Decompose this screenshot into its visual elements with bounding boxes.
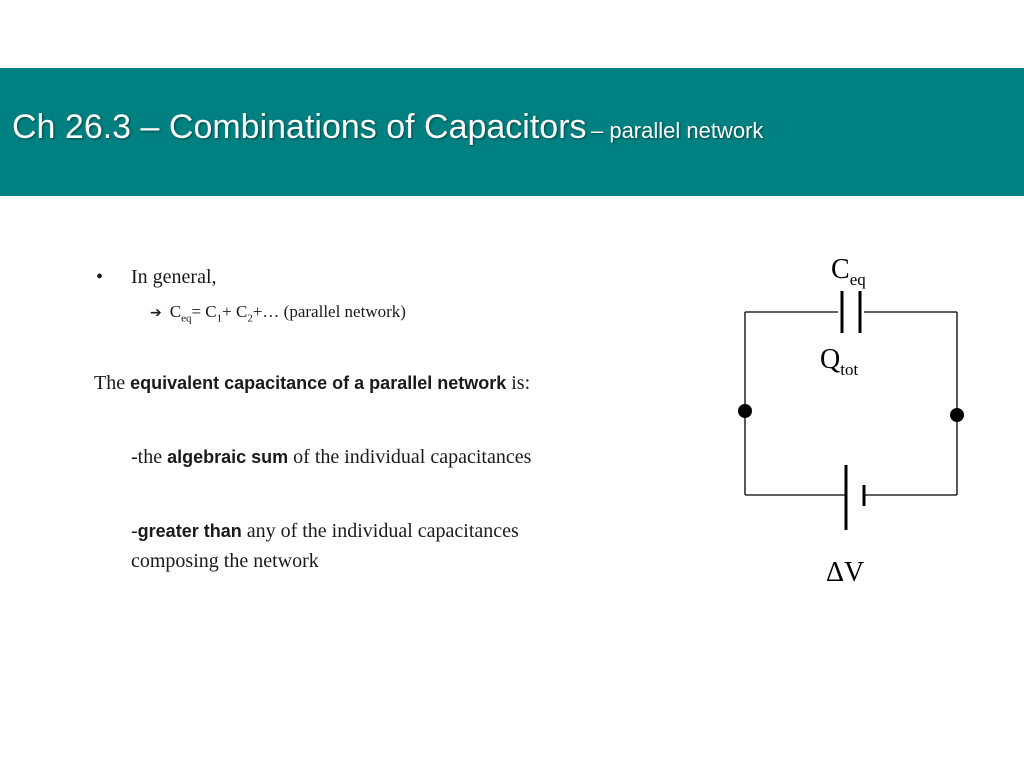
node-dot-right	[950, 408, 964, 422]
algebraic-suffix: of the individual capacitances	[288, 446, 532, 468]
title-main: Ch 26.3 – Combinations of Capacitors	[12, 108, 587, 146]
equiv-suffix: is:	[506, 372, 531, 394]
formula-sub-2: 2	[247, 312, 253, 325]
greater-line: -greater than any of the individual capa…	[131, 520, 519, 543]
qtot-main: Q	[820, 344, 840, 375]
algebraic-bold: algebraic sum	[167, 447, 289, 467]
compose-line: composing the network	[131, 550, 319, 572]
greater-prefix: -	[131, 520, 138, 542]
equiv-prefix: The	[94, 372, 131, 394]
equiv-line: The equivalent capacitance of a parallel…	[94, 372, 530, 395]
title-bar	[0, 68, 1024, 196]
ceq-sub: eq	[850, 270, 867, 289]
node-dot-left	[738, 404, 752, 418]
greater-suffix: any of the individual capacitances	[241, 520, 519, 542]
slide-title: Ch 26.3 – Combinations of Capacitors – p…	[12, 108, 763, 147]
greater-bold: greater than	[137, 521, 242, 541]
qtot-label: Qtot	[820, 344, 858, 379]
formula-line: ➔ Ceq= C1+ C2+… (parallel network)	[150, 302, 406, 324]
equiv-bold: equivalent capacitance of a parallel net…	[130, 373, 507, 393]
bullet-text: In general,	[131, 266, 217, 288]
algebraic-prefix: -the	[131, 446, 168, 468]
delta-v-label: ΔV	[826, 557, 864, 588]
formula-c: C	[169, 302, 182, 321]
algebraic-line: -the algebraic sum of the individual cap…	[131, 446, 531, 469]
formula-plus-c: + C	[222, 302, 248, 321]
bullet-marker: •	[96, 266, 104, 288]
formula-eq-sub: eq	[181, 312, 192, 325]
formula-sub-1: 1	[216, 312, 223, 325]
formula-rest: +… (parallel network)	[252, 302, 406, 321]
ceq-label: Ceq	[831, 254, 866, 289]
formula-equals-c: = C	[191, 302, 217, 321]
title-sub: – parallel network	[590, 118, 764, 143]
ceq-main: C	[831, 254, 850, 285]
right-arrow-icon: ➔	[150, 305, 162, 321]
qtot-sub: tot	[840, 360, 858, 379]
